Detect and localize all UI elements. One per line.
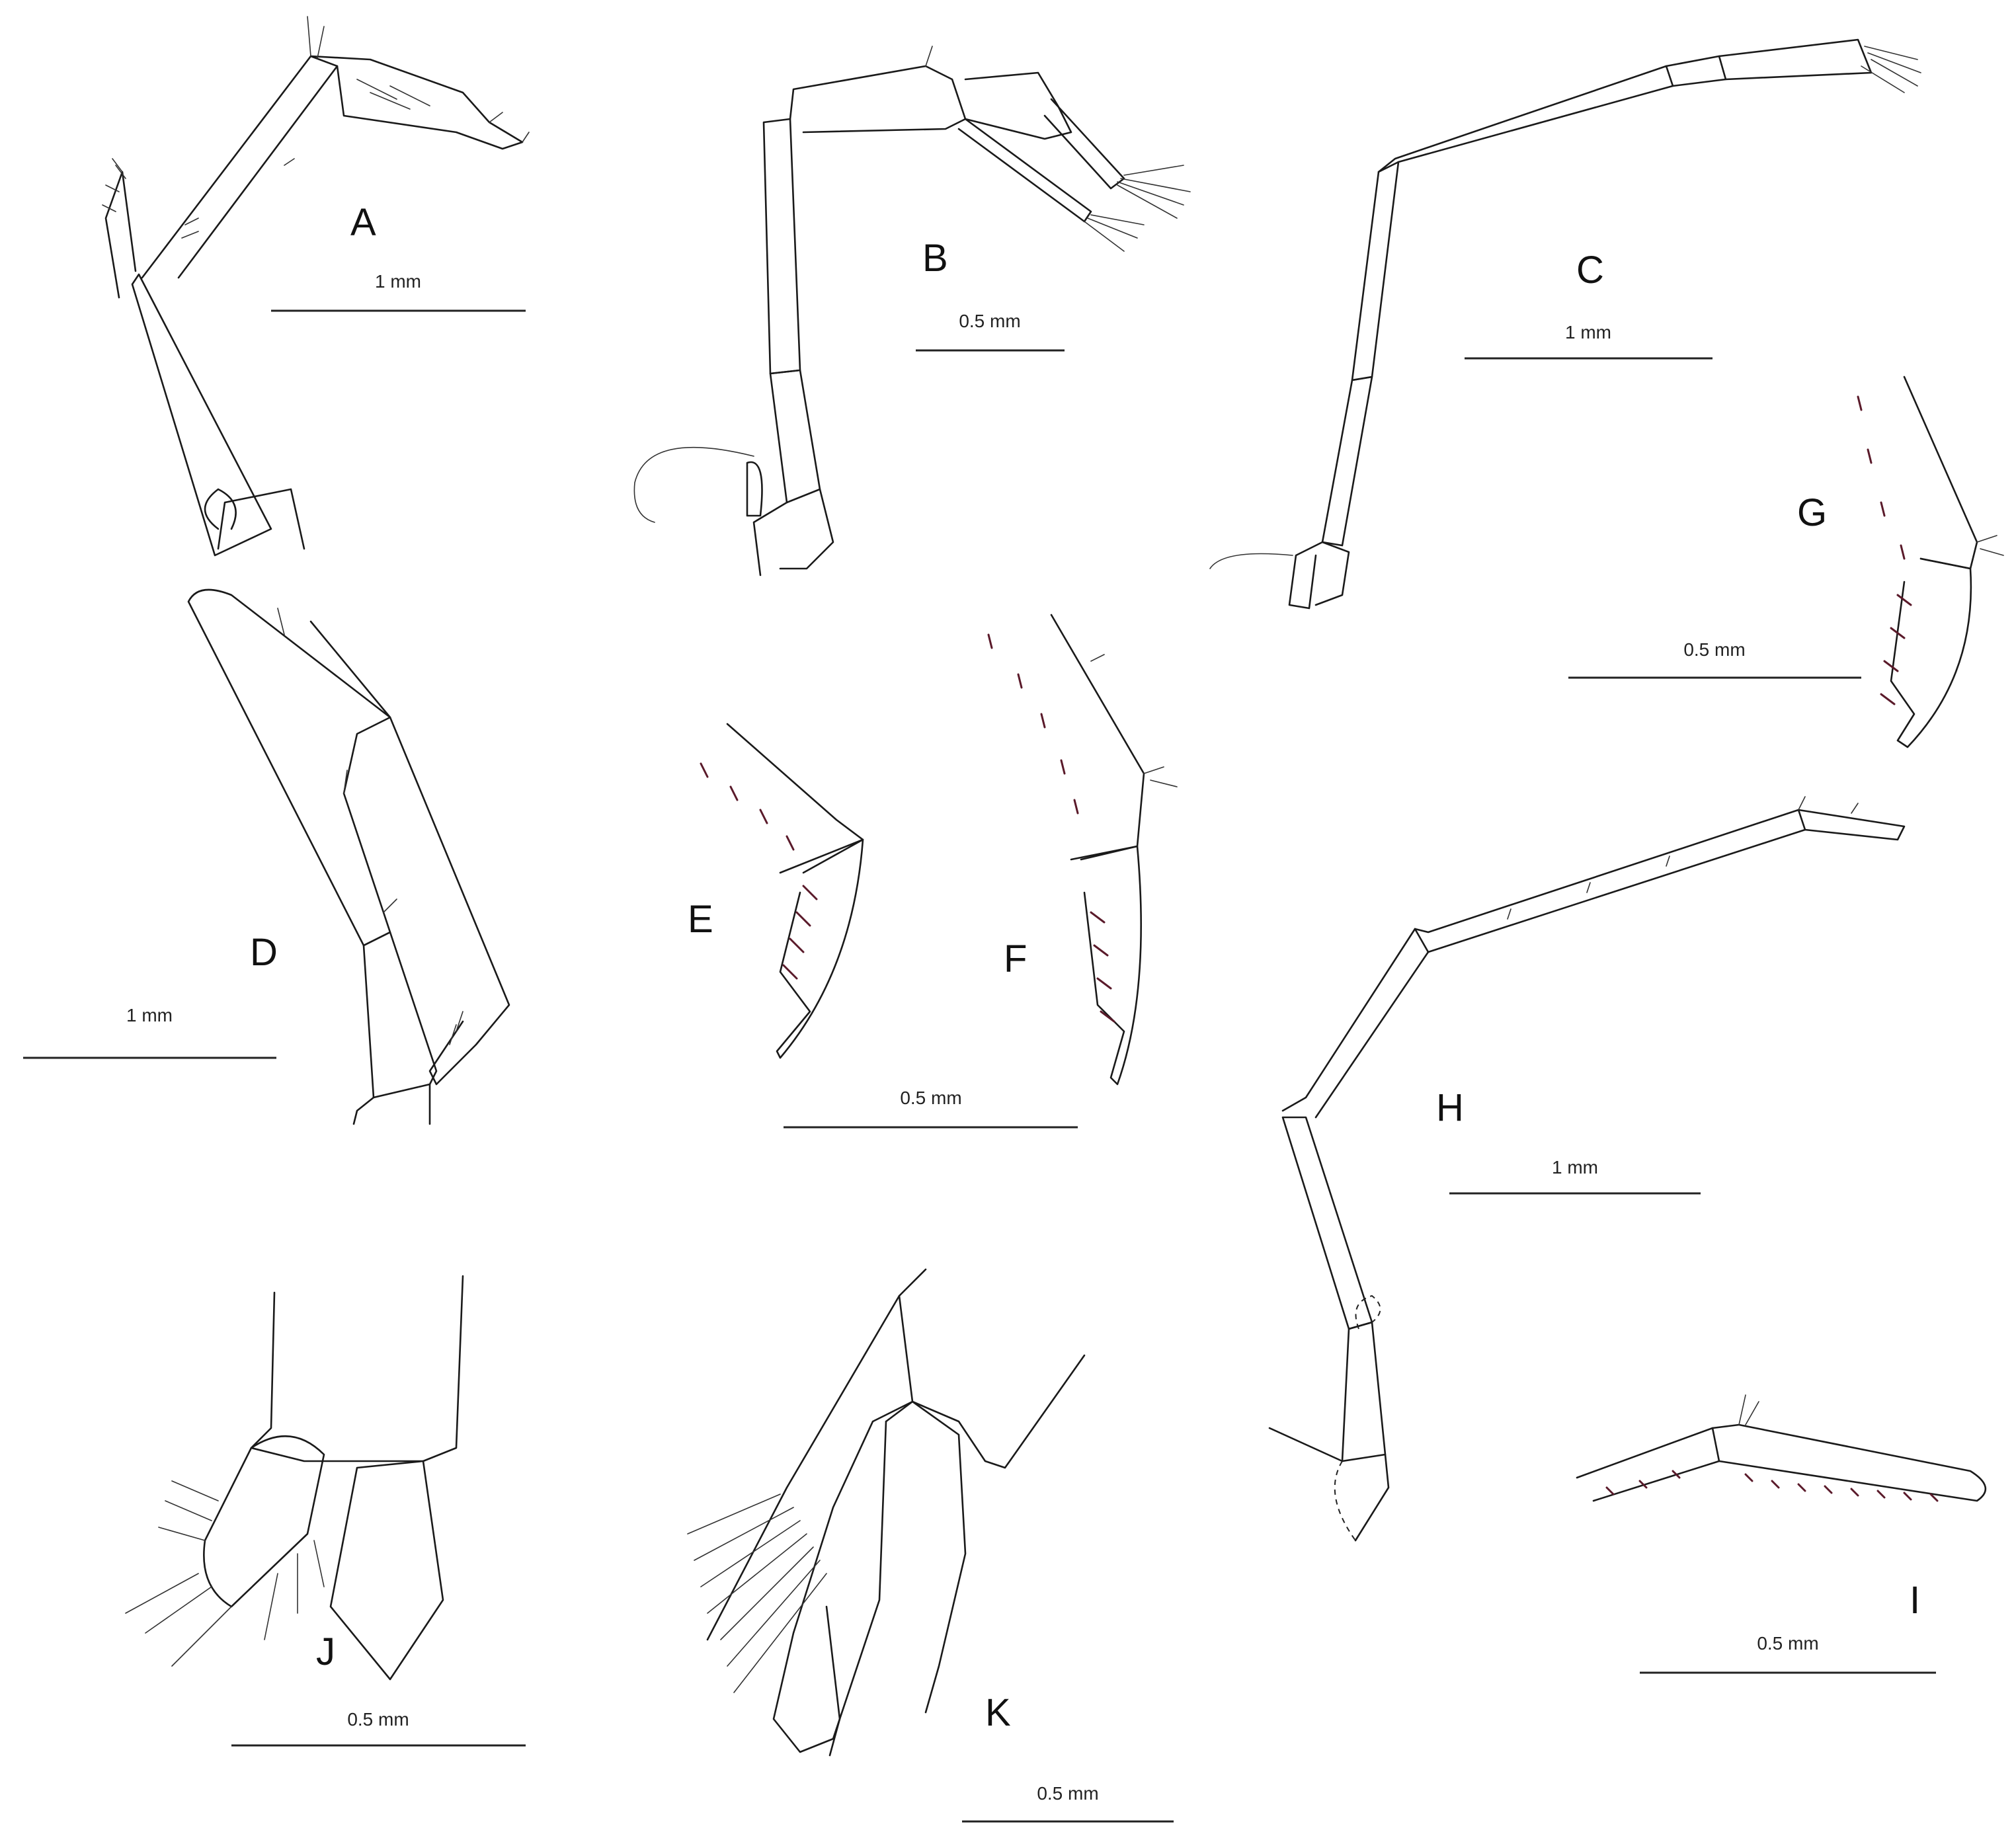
panel-k-scale-text: 0.5 mm <box>1037 1783 1098 1804</box>
panel-c-drawing <box>1209 38 1921 610</box>
panel-a-drawing <box>102 16 530 557</box>
panel-e-drawing <box>700 723 864 1059</box>
panel-d-scale-text: 1 mm <box>126 1005 173 1025</box>
panel-j-scale-text: 0.5 mm <box>347 1709 409 1730</box>
panel-b-scale-text: 0.5 mm <box>959 311 1020 331</box>
panel-j-drawing <box>125 1275 464 1681</box>
panel-i-scale-text: 0.5 mm <box>1757 1633 1818 1654</box>
panel-b-label: B <box>922 237 948 280</box>
panel-i-drawing <box>1576 1394 1987 1502</box>
panel-a-label: A <box>350 201 376 244</box>
panel-c-scale-text: 1 mm <box>1565 322 1611 342</box>
panel-f-scale-text: 0.5 mm <box>900 1088 961 1108</box>
panel-a-scale-text: 1 mm <box>375 271 421 292</box>
panel-h-label: H <box>1436 1086 1464 1129</box>
panel-g-drawing <box>1857 376 2004 748</box>
panel-f-label: F <box>1004 938 1027 980</box>
panel-i-label: I <box>1910 1579 1920 1622</box>
panel-f-drawing <box>987 614 1178 1086</box>
panel-d-drawing <box>187 588 510 1125</box>
panel-h-scale-text: 1 mm <box>1552 1157 1598 1177</box>
panel-g-scale-text: 0.5 mm <box>1683 639 1745 660</box>
panel-k-drawing <box>687 1268 1086 1757</box>
panel-j-label: J <box>316 1630 335 1673</box>
panel-b-drawing <box>633 46 1191 577</box>
panel-e-label: E <box>688 898 713 941</box>
panel-c-label: C <box>1576 249 1604 292</box>
panel-g-label: G <box>1797 491 1827 534</box>
panel-d-label: D <box>250 931 278 974</box>
panel-k-label: K <box>985 1691 1011 1734</box>
panel-h-drawing <box>1268 796 1906 1542</box>
